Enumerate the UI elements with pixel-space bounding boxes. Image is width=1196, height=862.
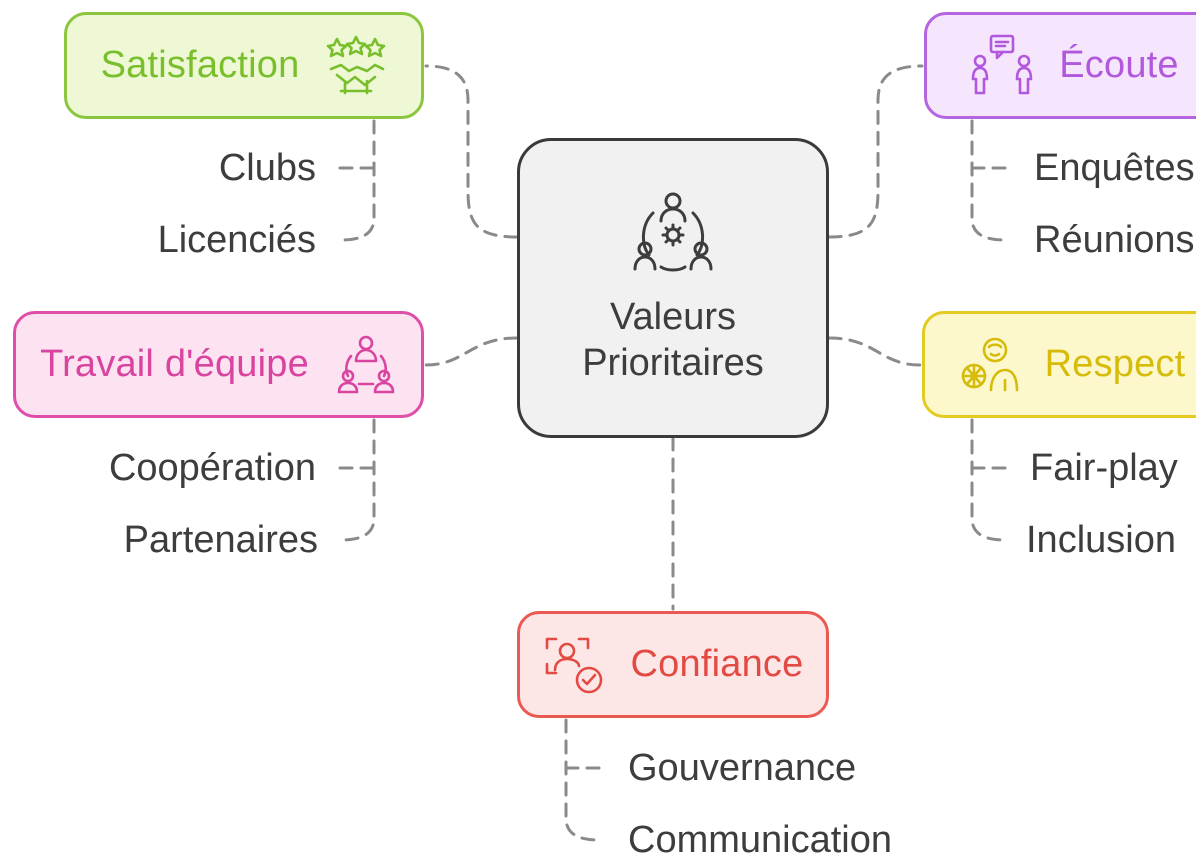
- branch-confiance-label: Confiance: [630, 643, 804, 685]
- connector-respect-items: [970, 418, 1008, 542]
- branch-ecoute-label: Écoute: [1059, 44, 1179, 86]
- branch-respect: Respect: [922, 311, 1196, 418]
- branch-confiance: Confiance: [517, 611, 829, 718]
- leaf-inclusion: Inclusion: [1026, 519, 1176, 561]
- face-check-icon: [543, 634, 605, 696]
- connector-center-satisfaction: [424, 64, 519, 239]
- connector-satisfaction-items: [338, 119, 376, 242]
- leaf-clubs: Clubs: [218, 147, 316, 189]
- connector-center-ecoute: [827, 64, 924, 239]
- leaf-reunions: Réunions: [1034, 219, 1195, 261]
- branch-travail-equipe: Travail d'équipe: [13, 311, 424, 418]
- leaf-partenaires: Partenaires: [123, 519, 318, 561]
- connector-center-travail: [424, 336, 519, 367]
- team-gear-icon: [627, 185, 719, 282]
- branch-ecoute: Écoute: [924, 12, 1196, 119]
- center-title-line2: Prioritaires: [582, 342, 764, 384]
- center-node: Valeurs Prioritaires: [517, 138, 829, 438]
- leaf-cooperation: Coopération: [108, 447, 316, 489]
- leaf-fair-play: Fair-play: [1030, 447, 1178, 489]
- branch-satisfaction-label: Satisfaction: [100, 44, 300, 86]
- branch-respect-label: Respect: [1044, 343, 1186, 385]
- team-circle-icon: [335, 334, 397, 396]
- connector-confiance-items: [564, 718, 602, 842]
- connector-ecoute-items: [970, 119, 1008, 242]
- branch-satisfaction: Satisfaction: [64, 12, 424, 119]
- people-speech-icon: [969, 33, 1035, 99]
- leaf-communication: Communication: [628, 819, 892, 861]
- center-title: Valeurs Prioritaires: [582, 294, 764, 386]
- branch-travail-label: Travail d'équipe: [40, 343, 309, 385]
- connector-travail-items: [338, 418, 376, 542]
- leaf-licencies: Licenciés: [157, 219, 316, 261]
- center-title-line1: Valeurs: [609, 296, 736, 338]
- leaf-gouvernance: Gouvernance: [628, 747, 857, 789]
- leaf-enquetes: Enquêtes: [1034, 147, 1195, 189]
- connector-center-respect: [827, 336, 922, 367]
- stars-handshake-icon: [325, 35, 387, 97]
- athlete-ball-icon: [959, 334, 1021, 396]
